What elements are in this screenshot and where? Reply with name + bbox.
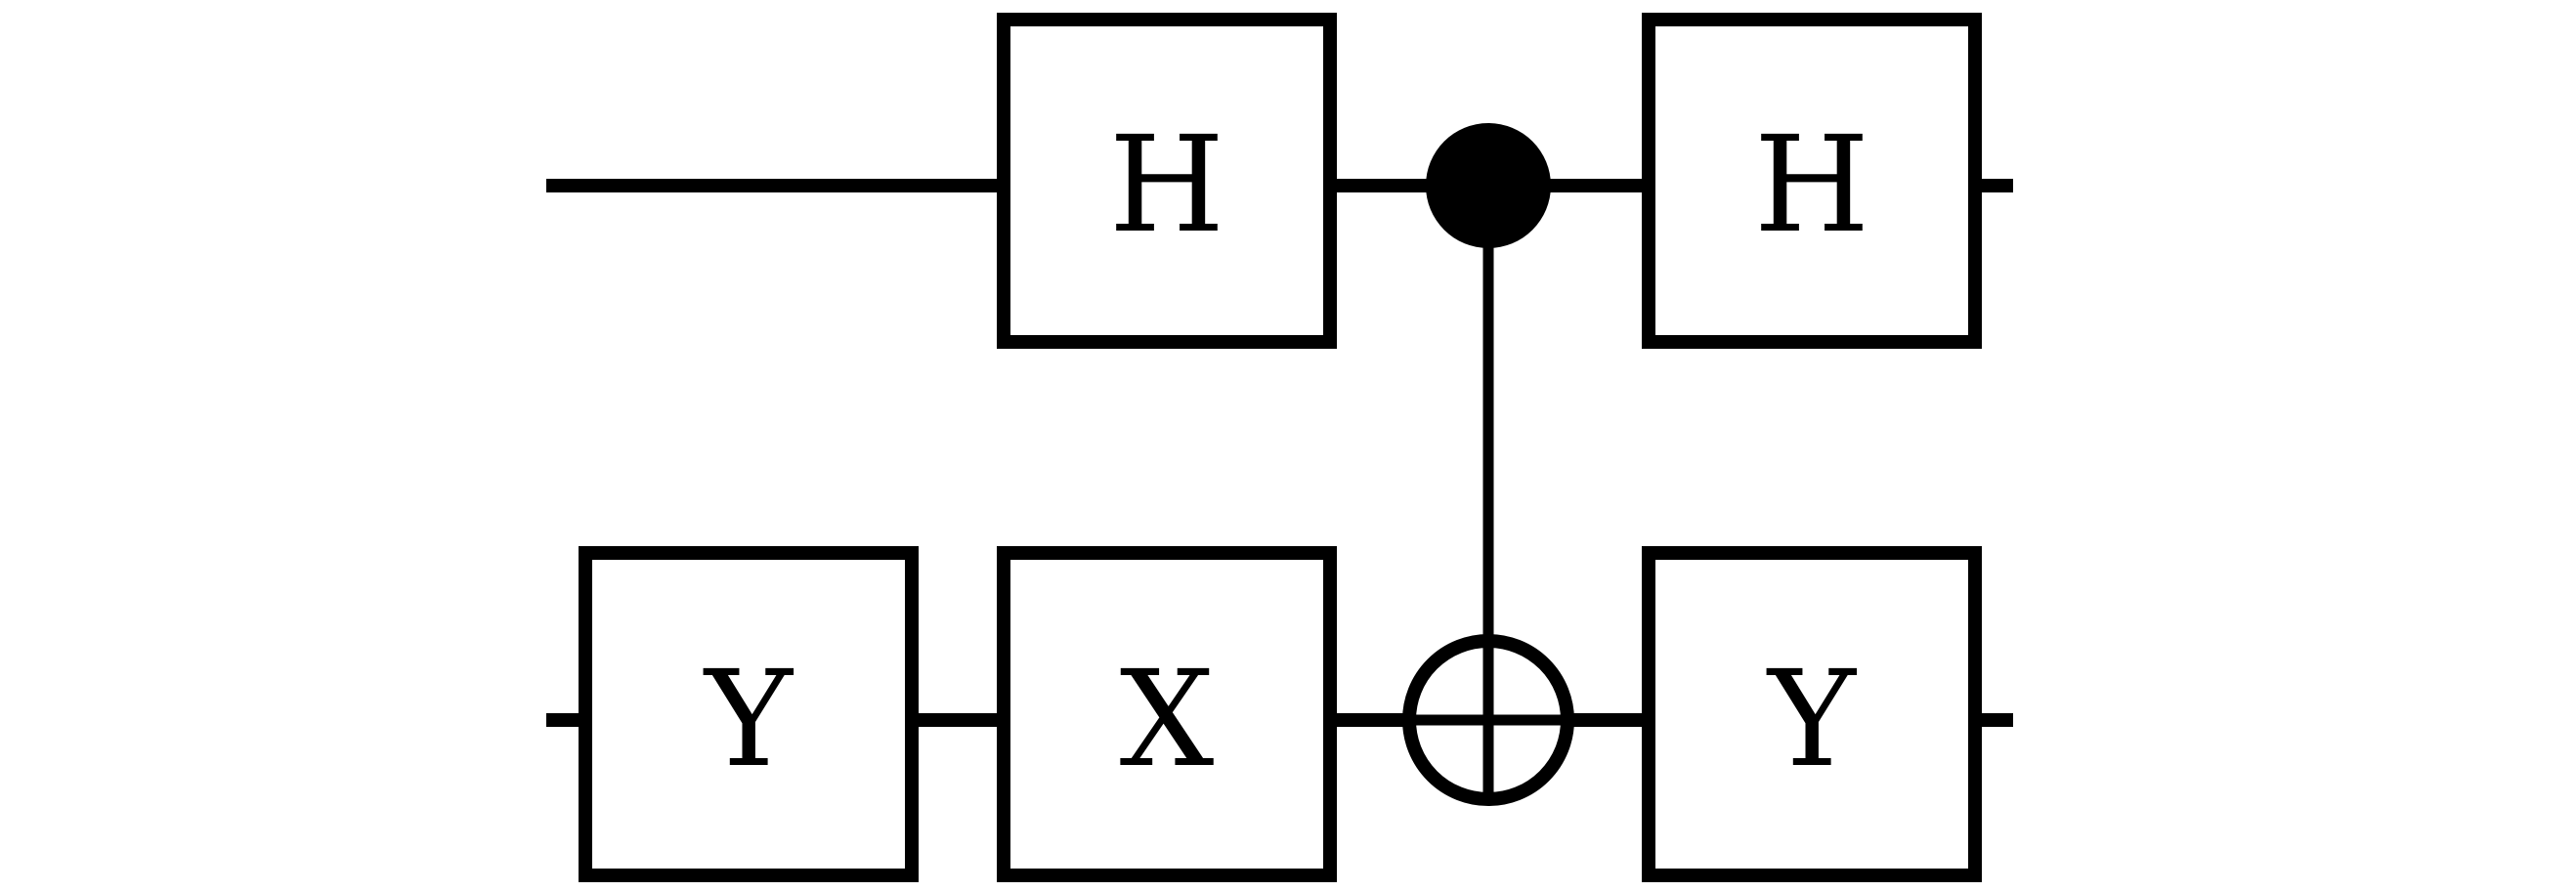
gate-label: Y xyxy=(1766,643,1857,797)
gate-label: H xyxy=(1109,108,1225,263)
gate-box xyxy=(579,546,919,882)
gate-box xyxy=(997,546,1337,882)
gate-h-second: H xyxy=(1642,13,1982,349)
gate-y-first: Y xyxy=(579,546,919,882)
gate-label: X xyxy=(1120,643,1215,797)
cnot-control-dot xyxy=(1426,123,1551,248)
gate-label: Y xyxy=(703,643,794,797)
gate-label: H xyxy=(1754,108,1870,263)
cnot-target-symbol xyxy=(1402,634,1574,806)
gate-box xyxy=(1642,13,1982,349)
gate-y-second: Y xyxy=(1642,546,1982,882)
gate-x: X xyxy=(997,546,1337,882)
gate-h-first: H xyxy=(997,13,1337,349)
gate-box xyxy=(1642,546,1982,882)
gate-box xyxy=(997,13,1337,349)
